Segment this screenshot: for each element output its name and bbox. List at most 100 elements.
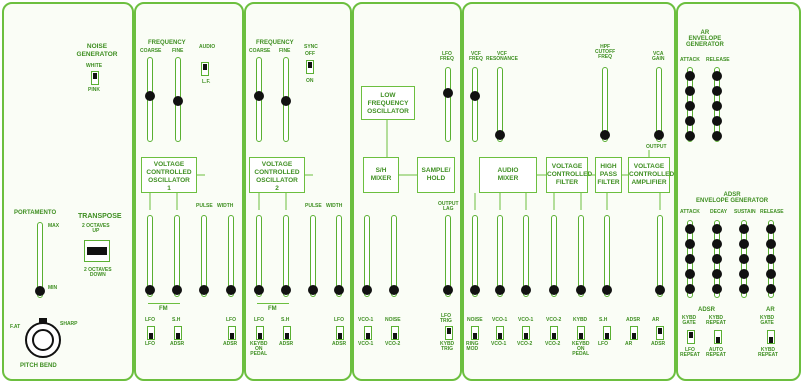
vco2-fm-bracket <box>257 303 289 304</box>
adsr-attack-label: ATTACK <box>680 209 700 215</box>
vco2-sw1-bot: KEYBD ON PEDAL <box>250 341 268 357</box>
vco1-box-label: VOLTAGE CONTROLLED OSCILLATOR 1 <box>146 161 192 193</box>
filter-switch-bottom-label: KEYBD ON PEDAL <box>572 341 590 357</box>
vco1-sh-source-switch[interactable] <box>174 326 182 340</box>
ar-attack-slider[interactable] <box>685 67 695 142</box>
ar-switch-title: AR <box>766 307 775 313</box>
filter-source-switch[interactable] <box>496 326 504 340</box>
ar-release-slider[interactable] <box>712 67 722 142</box>
filter-source-switch[interactable] <box>550 326 558 340</box>
vcf-kybd-slider[interactable] <box>549 215 559 297</box>
filter-source-switch[interactable] <box>577 326 585 340</box>
vcf-adsr-slider[interactable] <box>602 215 612 297</box>
envelope-panel <box>676 2 801 381</box>
vcf-freq-slider[interactable] <box>470 67 480 142</box>
sh-source1-switch[interactable] <box>364 326 372 340</box>
lfo-freq-slider[interactable] <box>443 67 453 142</box>
adsr-release-slider[interactable] <box>766 220 776 298</box>
filter-switch-bottom-label: VCO-1 <box>491 341 507 347</box>
vco1-fine-slider[interactable] <box>173 57 183 142</box>
filter-switch-top-label: VCO-2 <box>546 317 562 323</box>
vco1-sw2-bot: ADSR <box>170 341 185 347</box>
vco2-sync-switch[interactable] <box>306 60 314 74</box>
mixer-vco2-slider[interactable] <box>521 215 531 297</box>
lfo-sw3-top: LFO TRIG <box>440 313 452 324</box>
vco2-pwm-source-switch[interactable] <box>336 326 344 340</box>
vcf-res-label: VCF RESONANCE <box>486 51 518 62</box>
vco1-sw1-bot: LFO <box>145 341 155 347</box>
lfo-box-label: LOW FREQUENCY OSCILLATOR <box>367 92 409 116</box>
audio-mixer-box: AUDIO MIXER <box>479 157 537 193</box>
filter-source-switch[interactable] <box>603 326 611 340</box>
vco1-box: VOLTAGE CONTROLLED OSCILLATOR 1 <box>141 157 197 193</box>
vcf-sh-slider[interactable] <box>576 215 586 297</box>
pitch-sharp-label: SHARP <box>60 321 78 327</box>
vco1-sw3-top: LFO <box>226 317 236 323</box>
ar-gate-switch[interactable] <box>767 330 775 344</box>
sh-noise-slider[interactable] <box>389 215 399 297</box>
vco2-coarse-label: COARSE <box>249 48 271 54</box>
vco2-fine-slider[interactable] <box>281 57 291 142</box>
filter-source-switch[interactable] <box>522 326 530 340</box>
adsr-gate-switch[interactable] <box>687 330 695 344</box>
adsr-decay-slider[interactable] <box>712 220 722 298</box>
vco1-fm-sh-slider[interactable] <box>172 215 182 297</box>
filter-switch-top-label: VCO-1 <box>492 317 508 323</box>
vco1-coarse-slider[interactable] <box>145 57 155 142</box>
vco1-fm-label: FM <box>159 306 168 312</box>
noise-generator-title: NOISE GENERATOR <box>76 43 118 59</box>
portamento-min-label: MIN <box>48 285 58 291</box>
hpf-cutoff-slider[interactable] <box>600 67 610 142</box>
sh-mixer-box: S/H MIXER <box>363 157 399 193</box>
filter-switch-top-label: NOISE <box>467 317 483 323</box>
vca-gain-slider[interactable] <box>654 67 664 142</box>
adsr-auto-repeat-label: AUTO REPEAT <box>706 347 726 358</box>
vco2-fm-sh-slider[interactable] <box>281 215 291 297</box>
vco2-fm-lfo-slider[interactable] <box>254 215 264 297</box>
portamento-label: PORTAMENTO <box>14 210 57 216</box>
mixer-vco1-slider[interactable] <box>495 215 505 297</box>
vco2-sync-label: SYNC <box>304 44 318 50</box>
vco2-coarse-slider[interactable] <box>254 57 264 142</box>
mixer-noise-slider[interactable] <box>470 215 480 297</box>
output-lag-slider[interactable] <box>443 215 453 297</box>
adsr-attack-slider[interactable] <box>685 220 695 298</box>
filter-switch-bottom-label: VCO-2 <box>545 341 561 347</box>
noise-switch[interactable] <box>91 71 99 85</box>
sh-vco1-slider[interactable] <box>362 215 372 297</box>
vco2-width-label: WIDTH <box>326 203 343 209</box>
pitch-bend-knob[interactable] <box>25 318 61 358</box>
sh-source2-switch[interactable] <box>391 326 399 340</box>
adsr-repeat-switch[interactable] <box>714 330 722 344</box>
vco1-pulse-width-slider[interactable] <box>199 215 209 297</box>
ar-kybd-gate-label: KYBD GATE <box>760 315 775 326</box>
filter-source-switch[interactable] <box>630 326 638 340</box>
vco2-pwm-slider[interactable] <box>334 215 344 297</box>
lfo-box: LOW FREQUENCY OSCILLATOR <box>361 86 415 120</box>
adsr-lfo-repeat-label: LFO REPEAT <box>680 347 700 358</box>
vco1-lf-label: L.F. <box>202 79 211 85</box>
adsr-sustain-slider[interactable] <box>739 220 749 298</box>
vco2-sh-source-switch[interactable] <box>283 326 291 340</box>
vco1-fm-lfo-slider[interactable] <box>145 215 155 297</box>
pitch-bend-label: PITCH BEND <box>20 363 57 369</box>
vco1-fm-source-switch[interactable] <box>147 326 155 340</box>
vco1-range-switch[interactable] <box>201 62 209 76</box>
vco1-pwm-source-switch[interactable] <box>228 326 236 340</box>
vco2-fm-source-switch[interactable] <box>256 326 264 340</box>
vco1-pwm-slider[interactable] <box>226 215 236 297</box>
transpose-switch[interactable] <box>84 240 110 262</box>
noise-generator-box: NOISE GENERATOR <box>76 40 118 60</box>
vco2-pulse-width-slider[interactable] <box>308 215 318 297</box>
vco1-width-label: WIDTH <box>217 203 234 209</box>
vco1-sw2-top: S.H <box>172 317 181 323</box>
portamento-slider[interactable] <box>35 222 45 298</box>
sh-trigger-switch[interactable] <box>445 326 453 340</box>
vco2-sw2-bot: ADSR <box>279 341 294 347</box>
vcf-resonance-slider[interactable] <box>495 67 505 142</box>
vco2-fm-label: FM <box>268 306 277 312</box>
filter-source-switch[interactable] <box>471 326 479 340</box>
vca-ar-slider[interactable] <box>655 215 665 297</box>
ar-release-label: RELEASE <box>706 57 730 63</box>
filter-source-switch[interactable] <box>656 326 664 340</box>
